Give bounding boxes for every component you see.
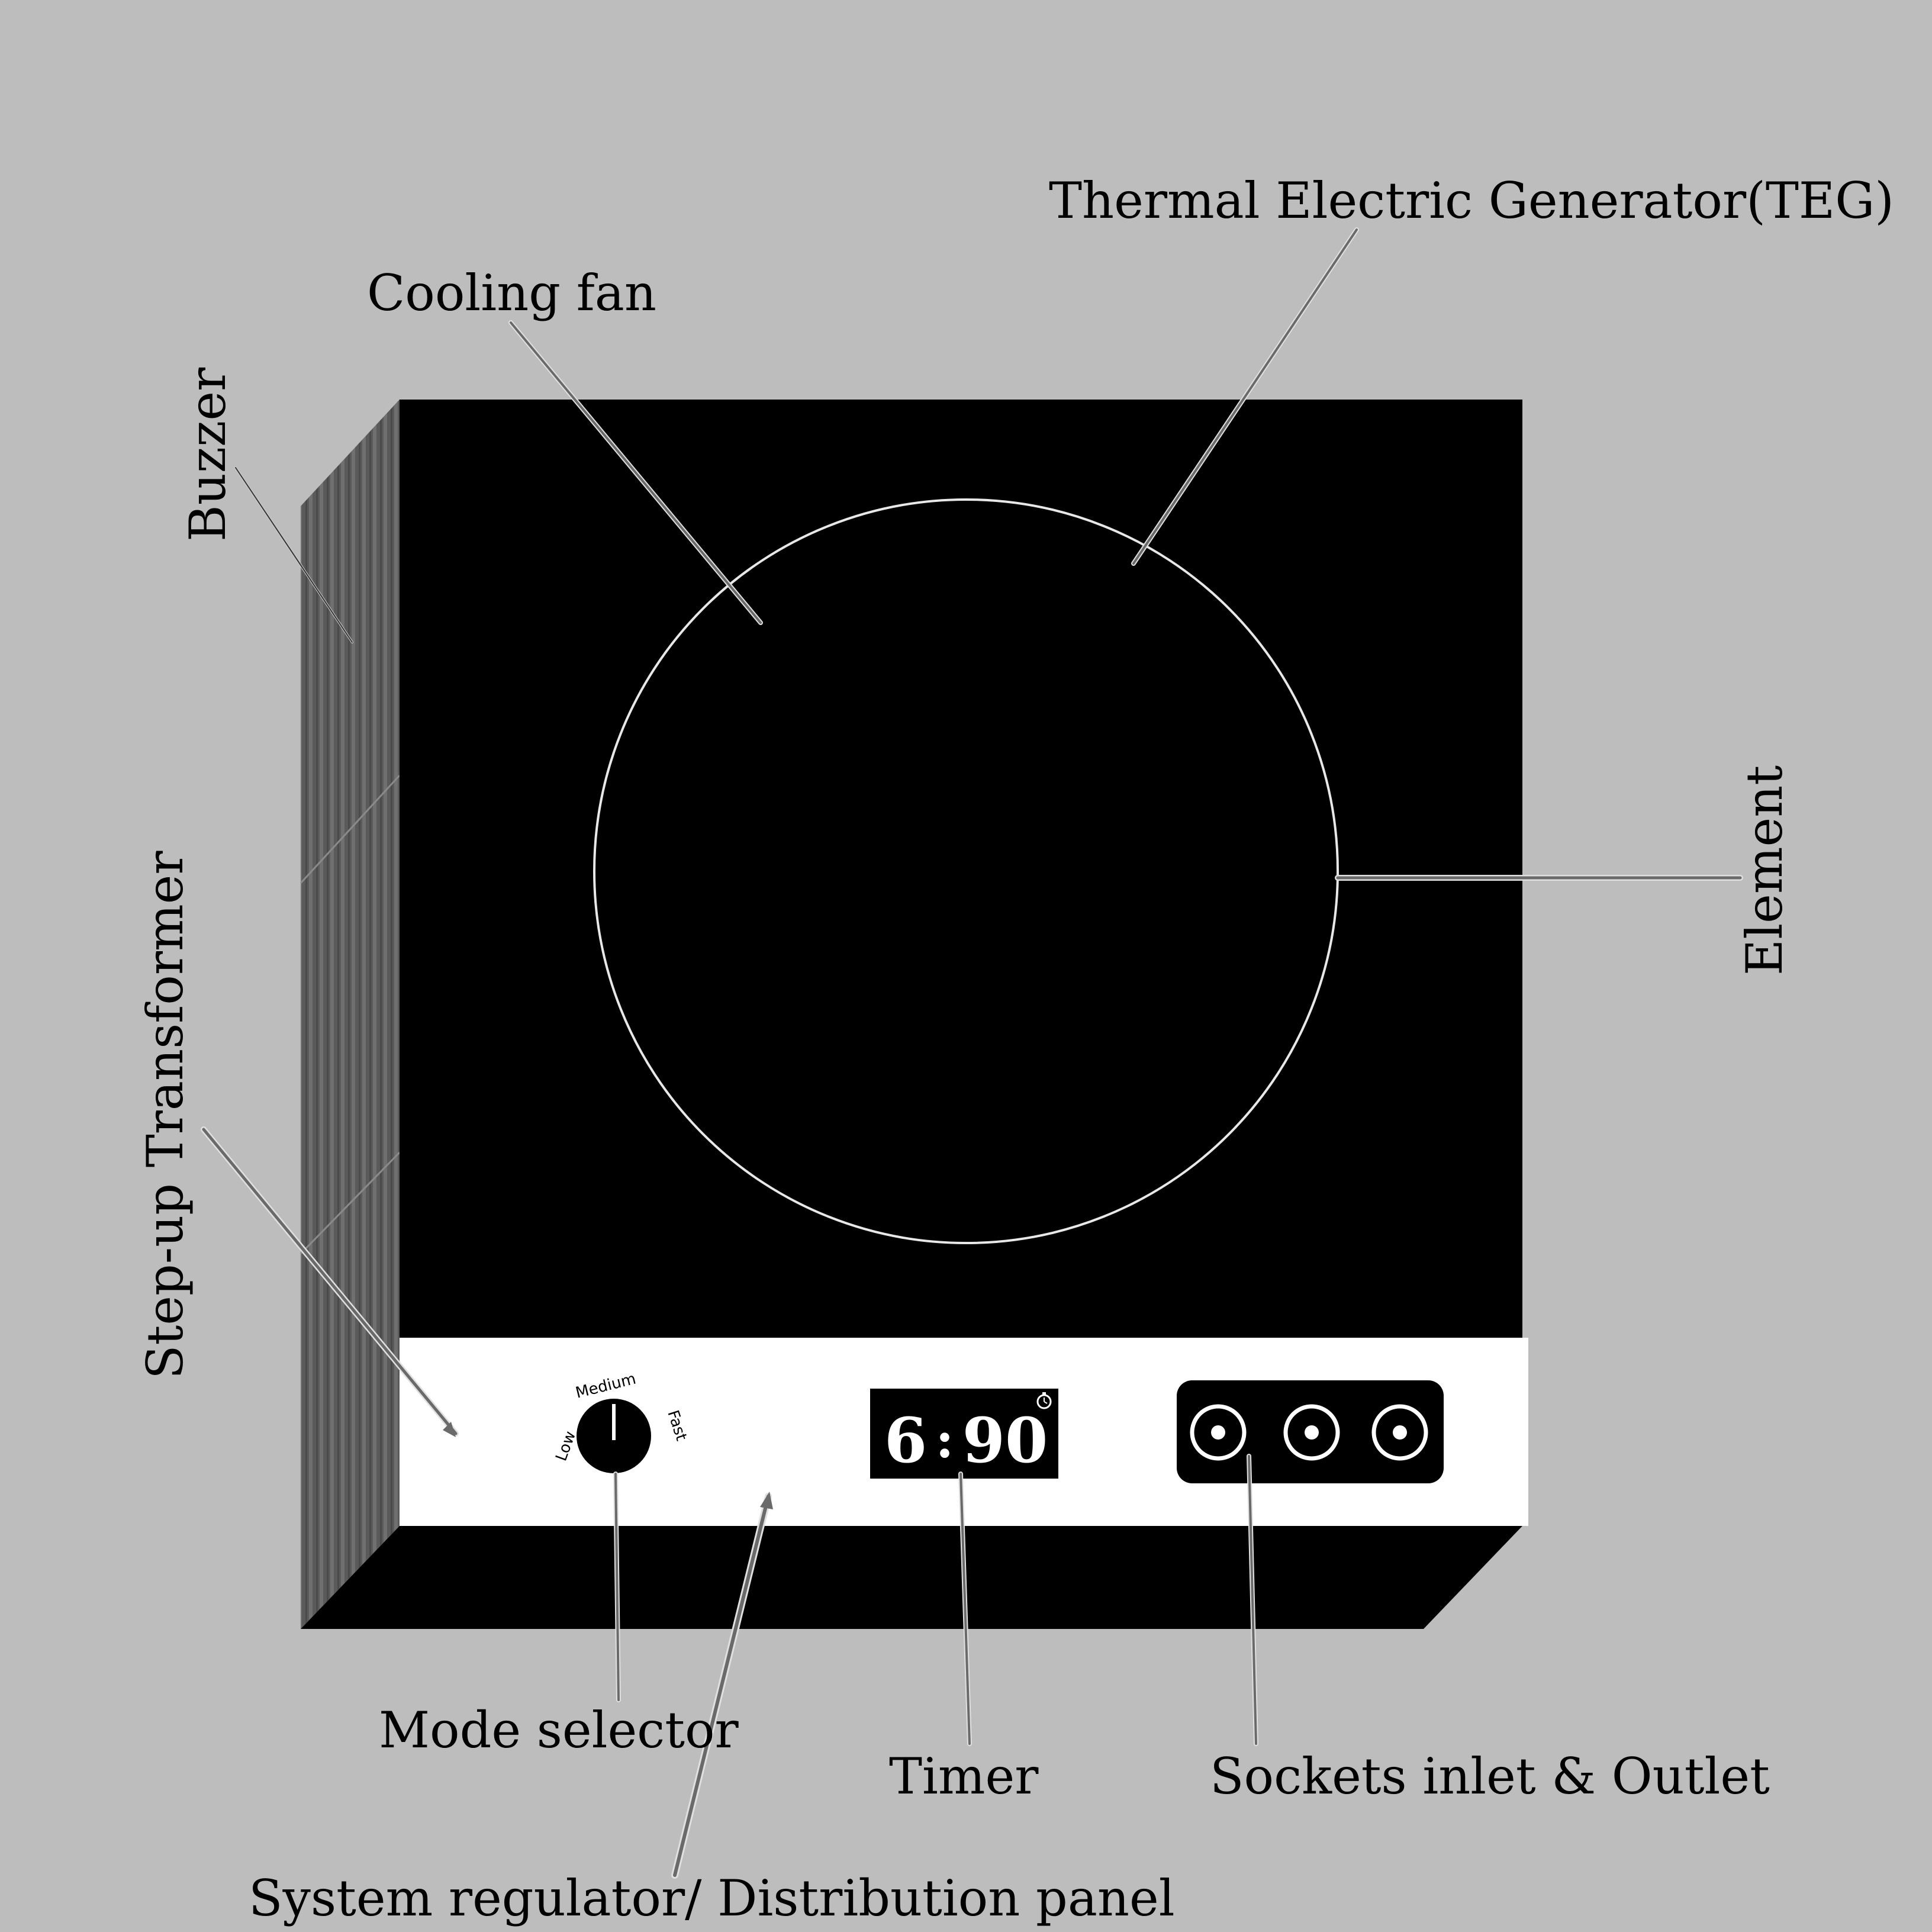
socket-1[interactable] bbox=[1190, 1404, 1247, 1461]
cooker-side-face bbox=[301, 400, 400, 1629]
socket-3[interactable] bbox=[1371, 1404, 1428, 1461]
leader-lines bbox=[201, 227, 1743, 1879]
mode-selector-dial[interactable]: Low Medium Fast bbox=[552, 1370, 690, 1473]
label-sockets: Sockets inlet & Outlet bbox=[1210, 1747, 1770, 1805]
cooking-zone-ring bbox=[593, 498, 1339, 1244]
timer-hours: 6 bbox=[884, 1404, 927, 1477]
cooker-base-face bbox=[301, 1526, 1522, 1629]
cooker-top-surface bbox=[400, 400, 1522, 1338]
label-step-up-transformer: Step-up Transformer bbox=[136, 851, 194, 1379]
label-element: Element bbox=[1735, 765, 1793, 975]
label-cooling-fan: Cooling fan bbox=[367, 264, 656, 322]
side-seam bbox=[300, 774, 401, 884]
timer-separator: : bbox=[935, 1411, 954, 1469]
sockets-panel bbox=[1177, 1380, 1444, 1483]
label-buzzer: Buzzer bbox=[179, 367, 237, 542]
timer-minutes: 90 bbox=[962, 1404, 1048, 1477]
label-timer: Timer bbox=[889, 1747, 1039, 1805]
label-teg: Thermal Electric Generator(TEG) bbox=[1049, 172, 1894, 230]
stopwatch-icon bbox=[1036, 1392, 1052, 1409]
label-mode-selector: Mode selector bbox=[379, 1701, 739, 1759]
socket-2[interactable] bbox=[1283, 1404, 1340, 1461]
side-seam bbox=[300, 1151, 401, 1255]
timer-display: 6 : 90 bbox=[870, 1389, 1058, 1479]
label-system-regulator: System regulator/ Distribution panel bbox=[249, 1869, 1175, 1927]
timer-screen bbox=[870, 1389, 1058, 1479]
